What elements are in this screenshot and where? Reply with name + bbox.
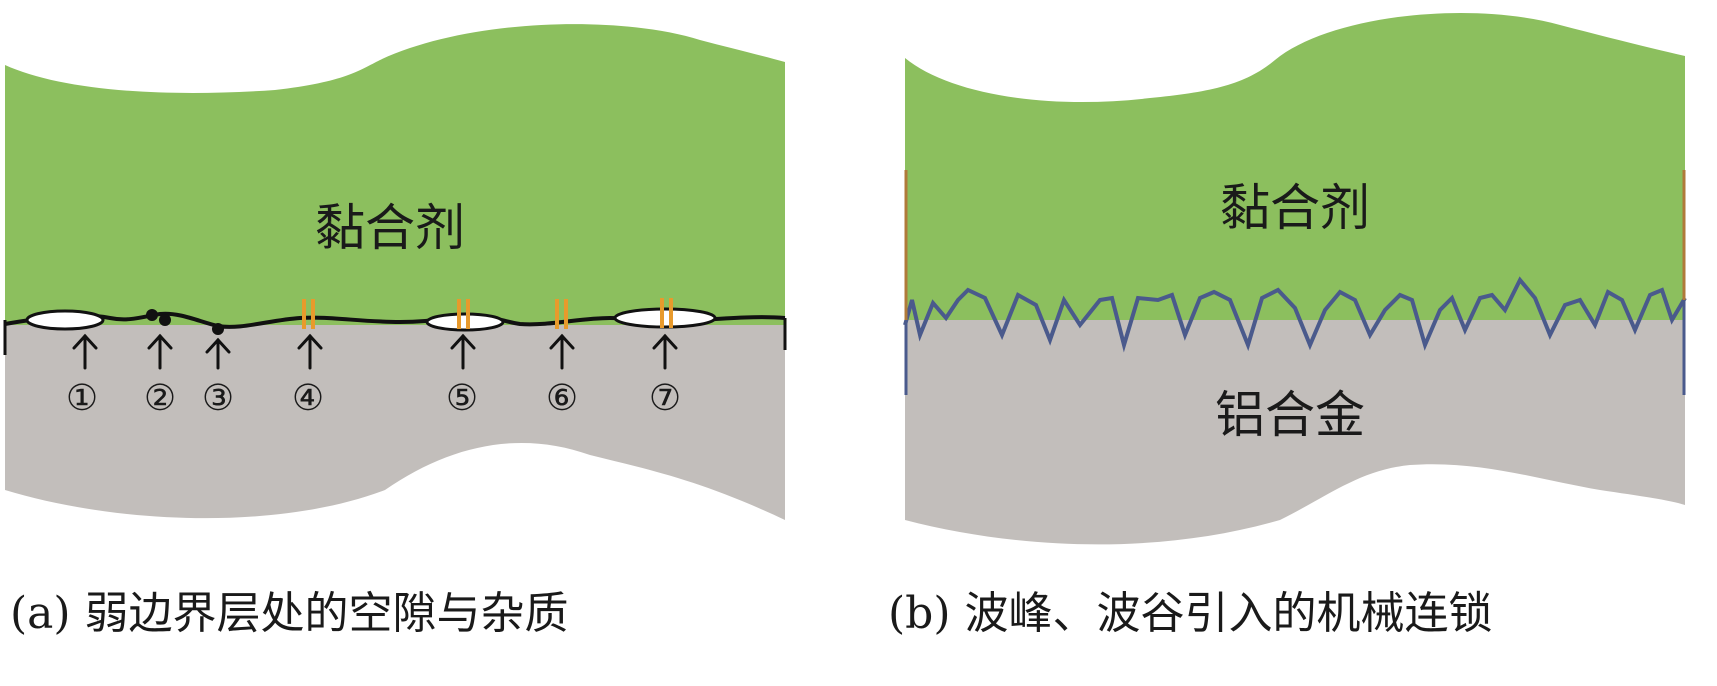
arrow-2 — [147, 333, 173, 370]
marker-7: ⑦ — [649, 378, 681, 419]
panel-b-substrate-label: 铝合金 — [1215, 386, 1365, 444]
particle-3 — [212, 323, 224, 335]
panel-a-adhesive — [5, 24, 785, 326]
arrow-4 — [297, 333, 323, 370]
arrow-6 — [549, 333, 575, 370]
caption-b: (b) 波峰、波谷引入的机械连锁 — [888, 588, 1493, 639]
panel-a: ① ② ③ ④ ⑤ ⑥ ⑦ 黏合剂 — [3, 24, 787, 520]
arrow-5 — [450, 333, 476, 370]
impurity-7 — [660, 298, 673, 328]
panel-b-adhesive — [905, 12, 1685, 320]
marker-3: ③ — [202, 378, 234, 419]
arrows-a — [72, 333, 678, 370]
marker-2: ② — [144, 378, 176, 419]
particle-2b — [159, 314, 171, 326]
panel-a-adhesive-label: 黏合剂 — [315, 199, 465, 257]
void-7 — [613, 307, 717, 329]
marker-1: ① — [66, 378, 98, 419]
marker-5: ⑤ — [446, 378, 478, 419]
void-1 — [25, 309, 105, 331]
marker-4: ④ — [292, 378, 324, 419]
markers-a: ① ② ③ ④ ⑤ ⑥ ⑦ — [66, 378, 681, 419]
particle-2a — [146, 309, 158, 321]
panel-b-substrate — [905, 300, 1685, 545]
arrow-7 — [652, 333, 678, 370]
marker-6: ⑥ — [546, 378, 578, 419]
impurity-5 — [457, 299, 470, 329]
panel-b-adhesive-label: 黏合剂 — [1220, 179, 1370, 237]
panel-a-substrate — [5, 320, 785, 520]
panel-b: 黏合剂 铝合金 — [903, 12, 1687, 545]
panel-b-interface-line — [903, 276, 1687, 353]
impurity-6 — [555, 299, 568, 329]
caption-a: (a) 弱边界层处的空隙与杂质 — [10, 588, 569, 639]
arrow-1 — [72, 333, 98, 370]
arrow-3 — [205, 337, 231, 370]
impurity-4 — [302, 299, 315, 329]
void-5 — [425, 312, 505, 332]
